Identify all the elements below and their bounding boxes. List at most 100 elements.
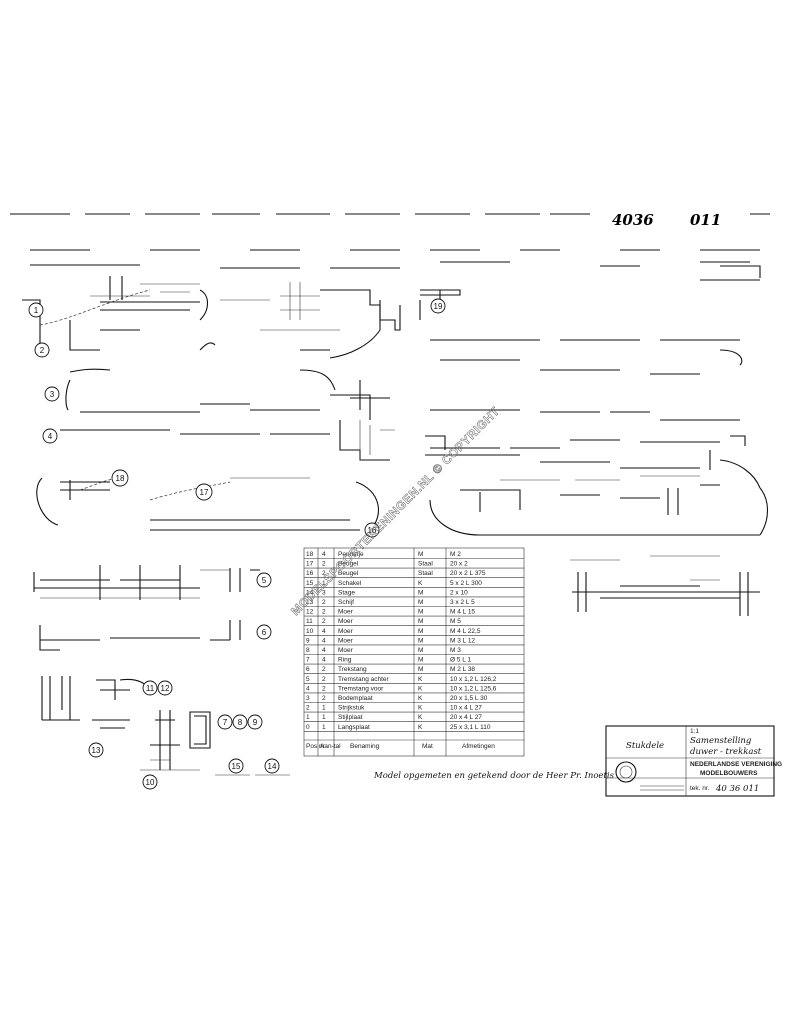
table-header-name: Benaming: [350, 743, 380, 750]
table-cell-dims: M 3 L 12: [450, 637, 475, 644]
table-cell-material: Staal: [418, 570, 433, 577]
table-cell-pos: 18: [306, 551, 314, 558]
drawing-note: Model opgemeten en getekend door de Heer…: [373, 771, 615, 781]
label-text-11: 11: [146, 684, 155, 693]
table-cell-name: Moer: [338, 628, 354, 635]
table-cell-pos: 5: [306, 676, 310, 683]
table-cell-name: Moer: [338, 647, 354, 654]
table-cell-pos: 9: [306, 637, 310, 644]
table-cell-dims: 10 x 1,2 L 125,6: [450, 685, 497, 692]
label-text-5: 5: [262, 576, 267, 585]
table-cell-name: Stage: [338, 589, 355, 596]
table-cell-pos: 8: [306, 647, 310, 654]
border-marks: [10, 213, 770, 269]
table-cell-pos: 14: [306, 589, 314, 596]
drawing-number-stamp: 40 36 011: [715, 784, 759, 794]
table-cell-material: K: [418, 724, 423, 731]
sheet-number: 011: [690, 211, 721, 229]
table-cell-material: M: [418, 657, 423, 664]
label-text-18: 18: [116, 474, 125, 483]
table-cell-qty: 4: [322, 628, 326, 635]
table-cell-pos: 3: [306, 695, 310, 702]
table-cell-pos: 6: [306, 666, 310, 673]
table-cell-dims: M 2: [450, 551, 461, 558]
label-text-17: 17: [200, 488, 209, 497]
table-cell-name: Moer: [338, 637, 354, 644]
part-view-2-3: [60, 368, 395, 461]
part-view-lower-left: [33, 565, 290, 776]
table-cell-qty: 4: [322, 647, 326, 654]
table-cell-material: M: [418, 551, 423, 558]
label-text-13: 13: [92, 746, 101, 755]
note-text: Model opgemeten en getekend door de Heer…: [373, 771, 615, 781]
table-cell-pos: 11: [306, 618, 313, 625]
table-cell-dims: 5 x 2 L 300: [450, 580, 482, 587]
table-cell-qty: 2: [322, 685, 326, 692]
table-cell-name: Schakel: [338, 580, 362, 587]
table-cell-name: Beugel: [338, 570, 359, 577]
table-cell-qty: 2: [322, 666, 326, 673]
part-view-18: [36, 477, 379, 531]
table-cell-qty: 2: [322, 561, 326, 568]
table-cell-material: M: [418, 647, 423, 654]
label-text-9: 9: [253, 718, 258, 727]
table-cell-material: M: [418, 618, 423, 625]
label-bubble-1: [28, 302, 44, 318]
title-subtitle: Stukdele: [626, 741, 664, 751]
title-line-2: duwer - trekkast: [690, 747, 762, 757]
table-cell-name: Schijf: [338, 599, 354, 606]
table-cell-name: Strijkstuk: [338, 705, 365, 712]
part-number-bubbles: 1 2 3 4 5 6 7 8 9 10 11 12 13 14 15 16 1…: [28, 298, 446, 790]
table-cell-qty: 1: [322, 714, 326, 721]
table-cell-material: K: [418, 705, 423, 712]
table-cell-qty: 3: [322, 589, 326, 596]
table-cell-dims: 10 x 1,2 L 126,2: [450, 676, 497, 683]
table-cell-dims: 20 x 4 L 27: [450, 714, 482, 721]
table-cell-name: Moer: [338, 618, 354, 625]
table-cell-dims: 2 x 10: [450, 589, 468, 596]
title-line-1: Samenstelling: [690, 736, 752, 746]
table-cell-qty: 2: [322, 618, 326, 625]
table-cell-pos: 2: [306, 705, 310, 712]
table-cell-name: Bodemplaat: [338, 695, 373, 702]
table-cell-material: K: [418, 714, 423, 721]
table-cell-pos: 17: [306, 561, 314, 568]
table-cell-pos: 12: [306, 609, 314, 616]
part-view-right-assembly: [419, 265, 769, 536]
table-cell-qty: 2: [322, 599, 326, 606]
table-cell-qty: 1: [322, 705, 326, 712]
table-cell-material: K: [418, 580, 423, 587]
label-text-8: 8: [238, 718, 243, 727]
table-cell-dims: M 4 L 15: [450, 609, 475, 616]
table-header-pos: Pos nr: [306, 743, 326, 750]
label-text-4: 4: [48, 432, 53, 441]
table-cell-qty: 4: [322, 657, 326, 664]
table-cell-dims: 3 x 2 L 5: [450, 599, 475, 606]
table-cell-qty: 2: [322, 676, 326, 683]
number-label: tek. nr.: [690, 785, 710, 792]
part-view-lower-right: [570, 555, 760, 616]
table-cell-name: Pennetje: [338, 551, 364, 558]
table-cell-material: M: [418, 599, 423, 606]
table-cell-dims: 10 x 4 L 27: [450, 705, 482, 712]
label-text-14: 14: [268, 762, 277, 771]
table-cell-pos: 0: [306, 724, 310, 731]
part-view-1: [22, 276, 401, 359]
table-cell-material: M: [418, 628, 423, 635]
table-cell-material: M: [418, 637, 423, 644]
label-text-12: 12: [161, 684, 170, 693]
table-cell-name: Langsplaat: [338, 724, 370, 731]
table-cell-qty: 1: [322, 724, 326, 731]
label-text-15: 15: [232, 762, 241, 771]
table-cell-material: K: [418, 695, 423, 702]
table-cell-material: M: [418, 609, 423, 616]
label-text-7: 7: [223, 718, 228, 727]
org-line-2: MODELBOUWERS: [700, 770, 758, 777]
label-text-1: 1: [34, 306, 39, 315]
title-block: 1:1 Samenstelling duwer - trekkast Stukd…: [605, 725, 782, 797]
table-cell-material: M: [418, 666, 423, 673]
table-cell-material: K: [418, 676, 423, 683]
table-cell-name: Trekstang: [338, 666, 367, 673]
